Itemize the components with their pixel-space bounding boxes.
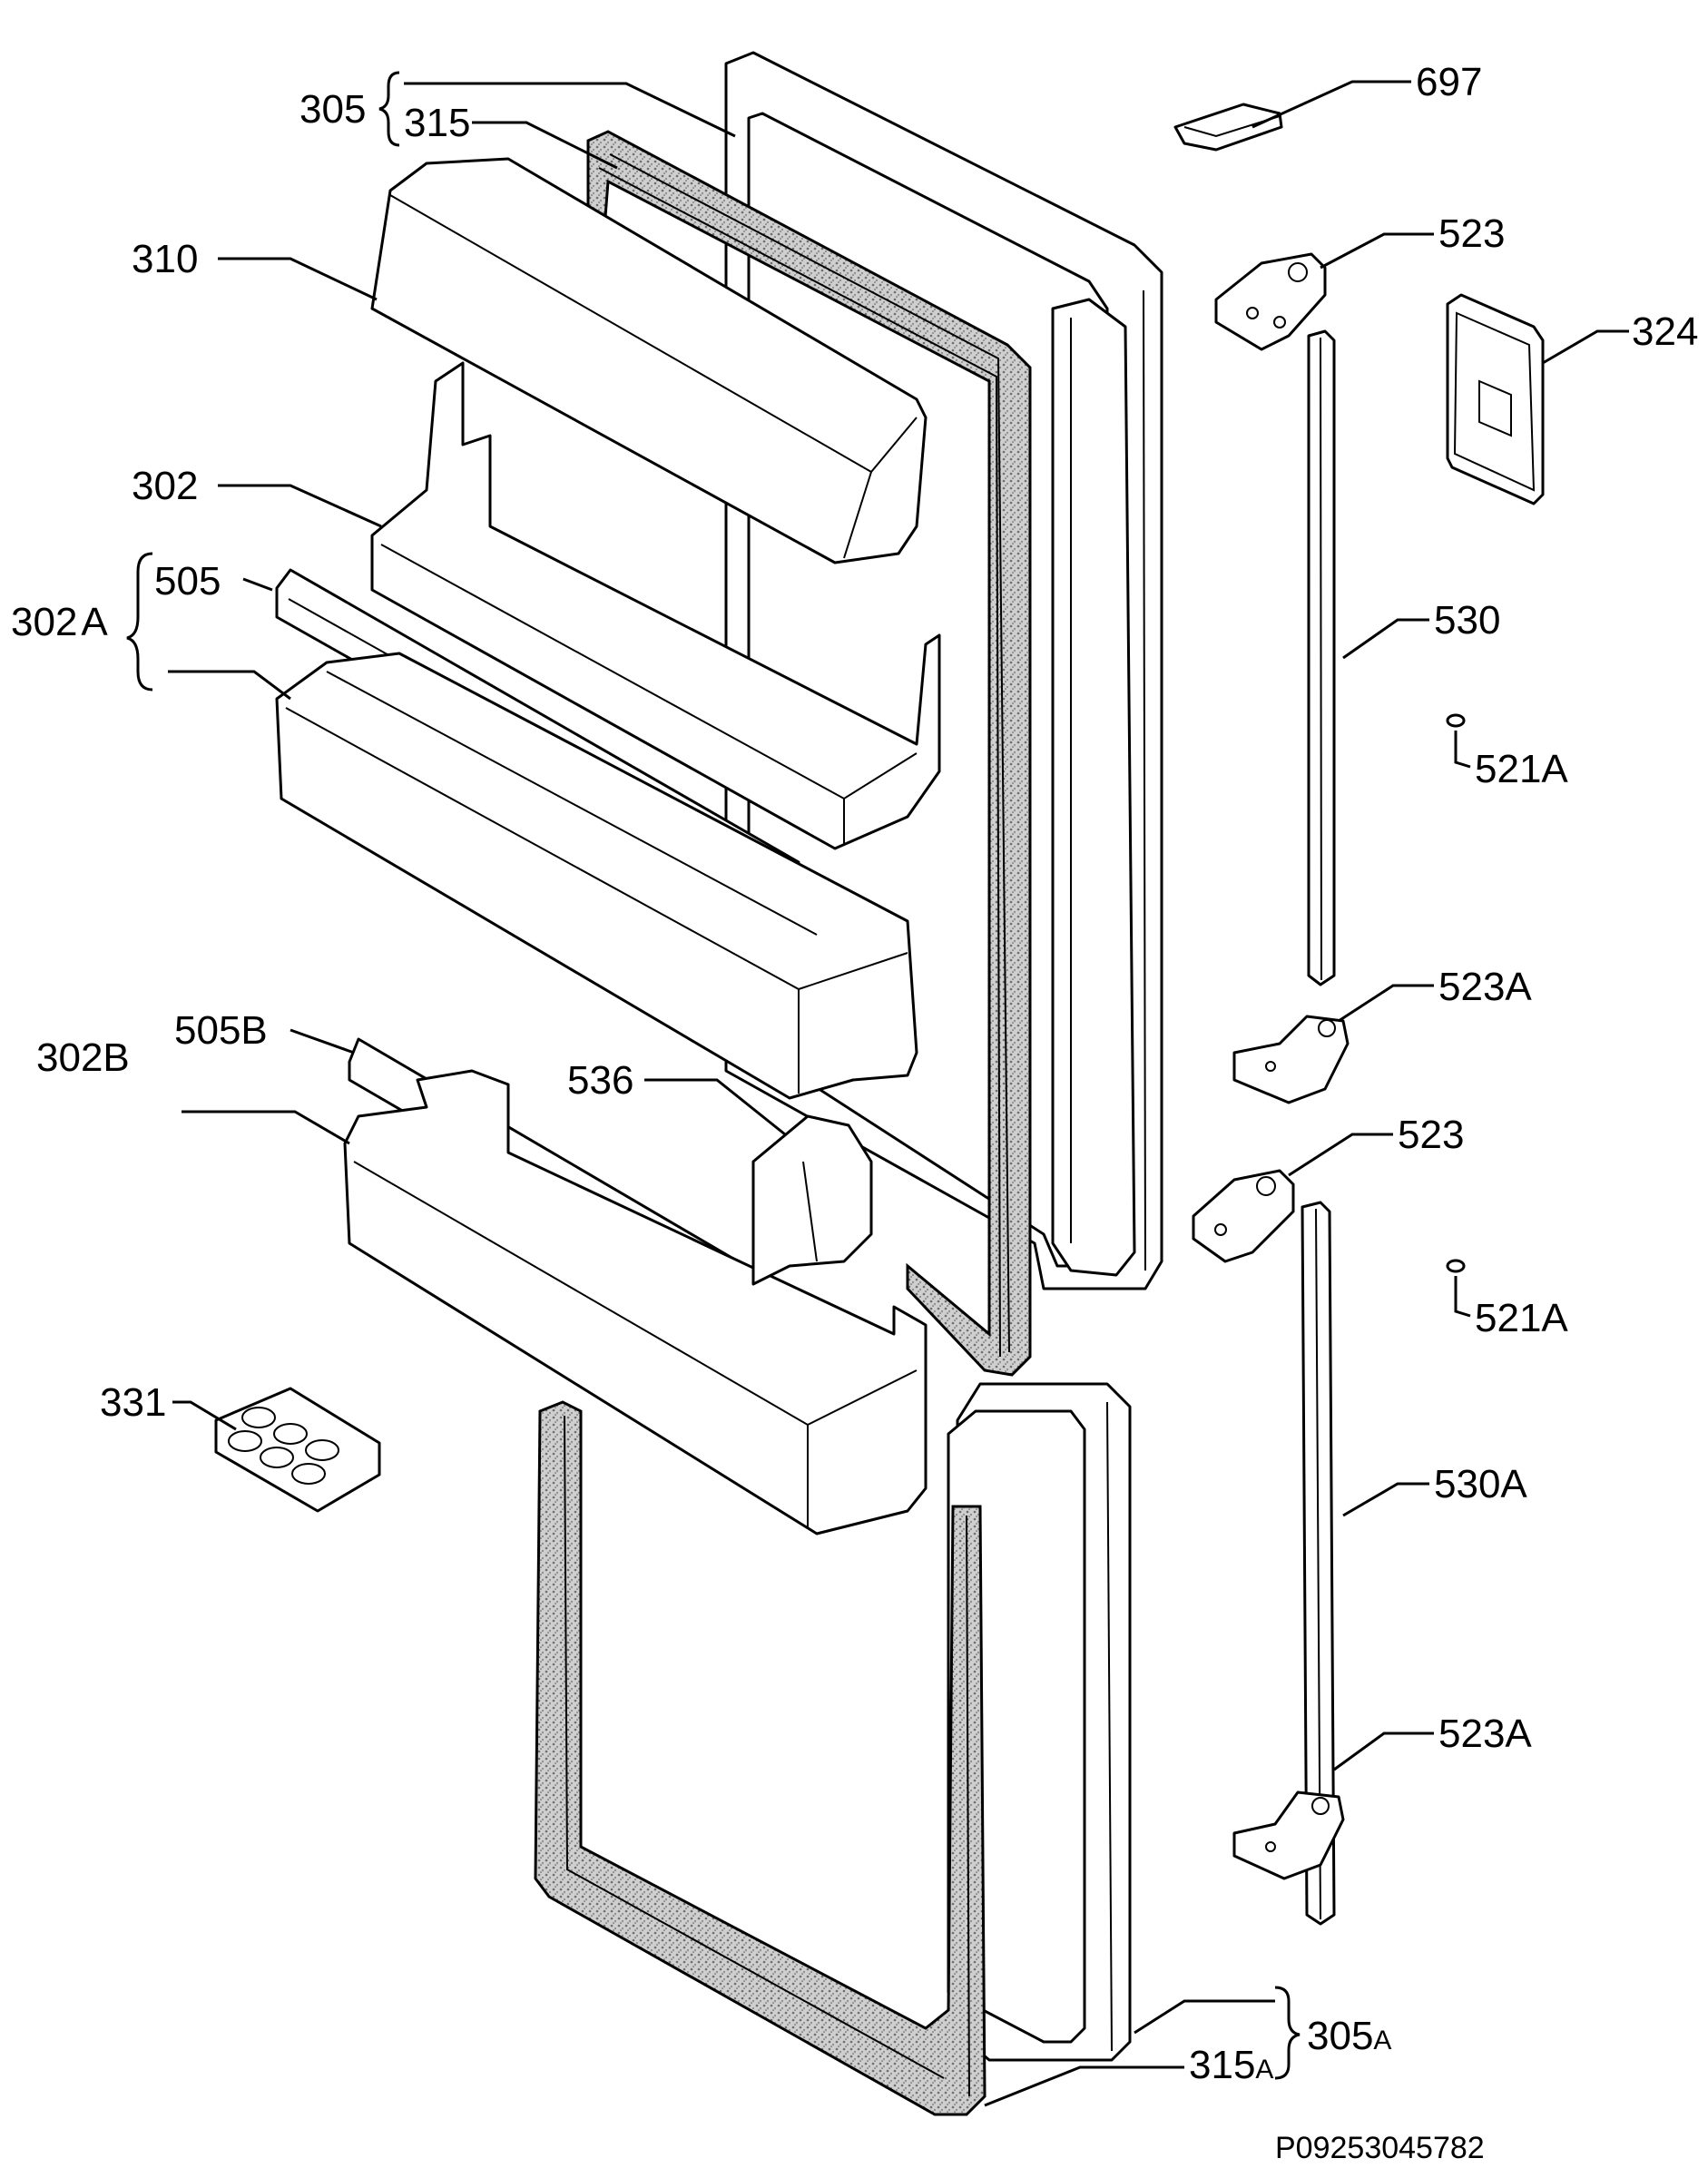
washer-521A-top [1446,713,1466,728]
label-523A-top: 523A [1438,965,1532,1009]
leader-521A-mid [1454,1276,1471,1318]
leader-lines [168,80,1629,2107]
leader-530 [1342,618,1429,660]
label-302: 302 [132,464,198,508]
label-521A-top: 521A [1475,747,1568,791]
leader-536 [644,1078,786,1136]
hinge-523A-top [1232,1015,1350,1104]
clip-697 [1173,103,1283,152]
leader-305 [404,82,736,138]
label-302B: 302B [36,1035,130,1080]
leader-331 [172,1400,237,1431]
hinge-523A-bottom [1232,1790,1345,1880]
brace-305A [1274,1986,1301,2080]
door-shelf-302A [275,652,918,1100]
leader-315 [472,121,618,170]
leader-523-top [1320,232,1434,270]
label-302A: 302A [11,600,108,644]
leader-302A [168,670,291,701]
rod-530 [1307,329,1336,986]
label-523A-bottom: 523A [1438,1712,1532,1756]
label-324: 324 [1632,309,1698,354]
hinge-523-mid [1192,1169,1295,1263]
leader-302B [182,1110,350,1145]
label-302A-suffix: A [81,600,108,644]
leader-523A-bottom [1333,1732,1434,1771]
label-505B: 505B [174,1008,268,1053]
dairy-cover-310 [370,157,928,564]
lower-door [947,1382,1132,2062]
door-shelf-302 [370,361,941,850]
leader-530A [1342,1482,1429,1517]
leader-310 [218,257,378,301]
label-305: 305 [299,87,366,132]
door-shelf-302B [343,1069,928,1535]
leader-523A-top [1338,984,1434,1023]
leader-302 [218,484,382,528]
part-labels: 305 315 310 302 302A 505 302B 505B 536 3… [11,60,1698,2165]
label-523-mid: 523 [1398,1113,1464,1157]
label-310: 310 [132,237,198,281]
label-530: 530 [1434,598,1500,643]
leader-315A [984,2065,1184,2107]
leader-505 [242,577,273,592]
bottle-stopper-536 [751,1114,873,1286]
label-536: 536 [567,1058,633,1103]
leader-324 [1542,329,1629,365]
label-315A-number: 315 [1189,2043,1255,2087]
brace-305 [378,71,400,147]
leader-697 [1252,80,1411,129]
leader-305A [1134,1999,1275,2035]
label-523-top: 523 [1438,211,1505,256]
label-305A-suffix: A [1373,2026,1391,2055]
washer-521A-mid [1446,1259,1466,1273]
label-302A-number: 302 [11,600,77,644]
label-305A-number: 305 [1307,2014,1373,2058]
label-505: 505 [154,559,221,603]
label-315A: 315A [1189,2043,1273,2087]
hinge-523-top [1214,252,1327,351]
plate-324 [1446,293,1545,505]
reference-code: P09253045782 [1275,2131,1485,2165]
label-305A: 305A [1307,2014,1391,2058]
label-315A-suffix: A [1255,2055,1273,2085]
brace-302A [126,552,153,692]
leader-505B [290,1028,355,1055]
leader-523-mid [1288,1133,1393,1177]
label-697: 697 [1416,60,1482,104]
braces [126,71,1301,2080]
label-521A-mid: 521A [1475,1296,1568,1340]
label-315: 315 [404,101,470,145]
label-331: 331 [100,1380,166,1425]
label-530A: 530A [1434,1462,1527,1506]
lower-door-gasket [534,1400,987,2116]
leader-521A-top [1454,731,1471,769]
egg-tray-331 [214,1387,381,1513]
